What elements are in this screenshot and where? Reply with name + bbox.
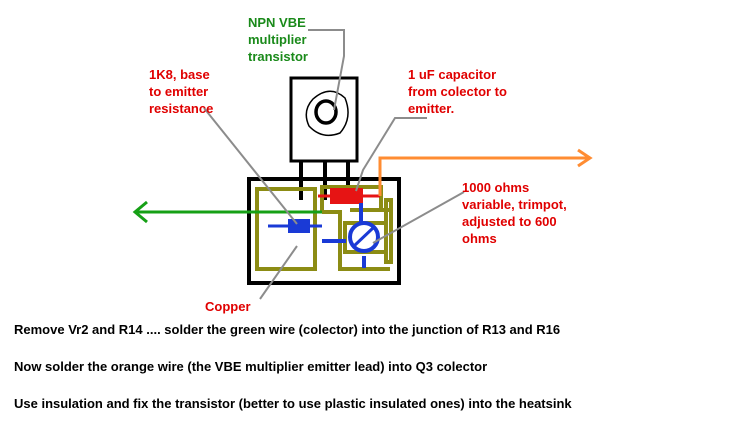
copper-traces [255,185,393,271]
capacitor-label: 1 uF capacitor from colector to emitter. [408,67,507,116]
instruction-line-3: Use insulation and fix the transistor (b… [14,396,572,411]
orange-wire-arrow-icon [378,148,593,196]
transistor-icon [289,76,359,200]
pcb-board [247,177,401,285]
leader-lines [203,29,465,300]
resistor-label: 1K8, base to emitter resistance [149,67,214,116]
copper-label: Copper [205,299,251,314]
trimpot-label: 1000 ohms variable, trimpot, adjusted to… [462,180,567,246]
green-wire-arrow-icon [132,200,322,224]
capacitor-icon [318,188,380,204]
transistor-label: NPN VBE multiplier transistor [248,15,308,64]
instruction-line-1: Remove Vr2 and R14 .... solder the green… [14,322,561,337]
resistor-icon [268,219,322,233]
instruction-line-2: Now solder the orange wire (the VBE mult… [14,359,488,374]
trimpot-icon [322,203,380,268]
